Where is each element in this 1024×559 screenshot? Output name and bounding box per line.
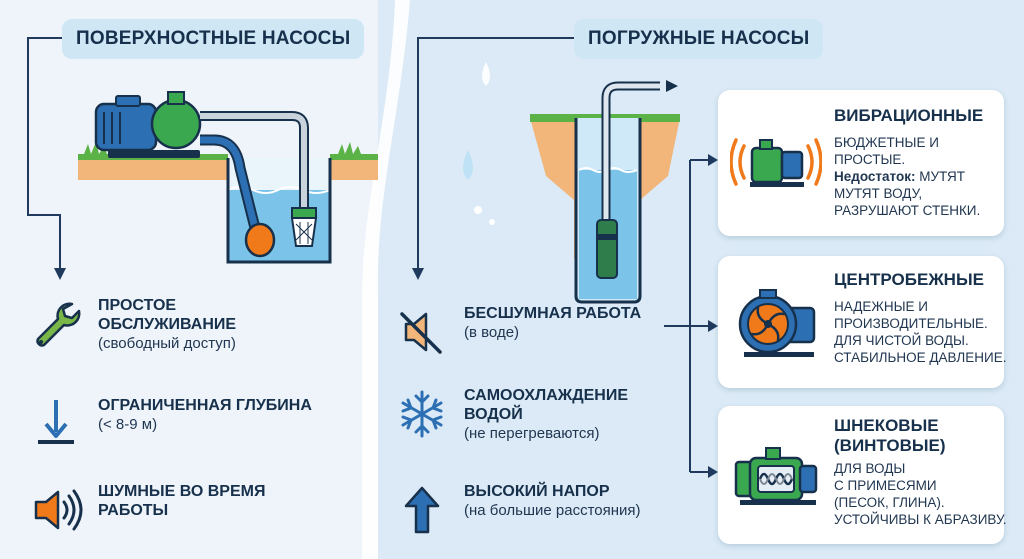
submersible-pump-illustration: [463, 62, 680, 304]
card-line: ПРОИЗВОДИТЕЛЬНЫЕ.: [834, 316, 988, 331]
branch-arrow-3: [708, 466, 718, 478]
feature-title-2: ОБСЛУЖИВАНИЕ: [98, 316, 237, 333]
snowflake-icon: [394, 386, 450, 442]
vibration-pump-icon: [730, 116, 822, 208]
card-line: РАЗРУШАЮТ СТЕНКИ.: [834, 203, 981, 218]
card-line: УСТОЙЧИВЫ К АБРАЗИВУ.: [834, 512, 1007, 527]
submersible-connector: [417, 37, 574, 272]
card-screw: ШНЕКОВЫЕ (ВИНТОВЫЕ) ДЛЯ ВОДЫ С ПРИМЕСЯМИ…: [718, 406, 1007, 544]
screw-pump-icon: [730, 434, 822, 526]
feature-title: ВЫСОКИЙ НАПОР: [464, 483, 610, 500]
feature-title: БЕСШУМНАЯ РАБОТА: [464, 305, 642, 322]
feature-title-2: РАБОТЫ: [98, 502, 169, 519]
arrow-up-icon: [394, 482, 450, 538]
feature-subtitle: (свободный доступ): [98, 335, 236, 352]
surface-connector: [27, 37, 65, 272]
card-line: НАДЕЖНЫЕ И: [834, 299, 928, 314]
card-title-2: (ВИНТОВЫЕ): [834, 436, 946, 455]
card-line: ДЛЯ ЧИСТОЙ ВОДЫ.: [834, 333, 969, 348]
feature-subtitle: (< 8-9 м): [98, 416, 158, 433]
submersible-title: ПОГРУЖНЫЕ НАСОСЫ: [574, 19, 824, 59]
card-line: ДЛЯ ВОДЫ: [834, 461, 906, 476]
card-line: МУТЯТ ВОДУ,: [834, 186, 923, 201]
card-title: ВИБРАЦИОННЫЕ: [834, 106, 984, 125]
feature-high-head: ВЫСОКИЙ НАПОР (на большие расстояния): [394, 482, 641, 538]
feature-title: ШУМНЫЕ ВО ВРЕМЯ: [98, 483, 266, 500]
feature-subtitle: (в воде): [464, 324, 520, 341]
feature-title: САМООХЛАЖДЕНИЕ: [464, 387, 629, 404]
feature-self-cooling: САМООХЛАЖДЕНИЕ ВОДОЙ (не перегреваются): [394, 386, 628, 443]
feature-easy-maintenance: ПРОСТОЕ ОБСЛУЖИВАНИЕ (свободный доступ): [28, 296, 236, 353]
panel-divider: [362, 0, 410, 559]
surface-panel: [0, 0, 410, 559]
card-centrifugal: ЦЕНТРОБЕЖНЫЕ НАДЕЖНЫЕ И ПРОИЗВОДИТЕЛЬНЫЕ…: [718, 256, 1007, 388]
card-warning: Недостаток: МУТЯТ: [834, 168, 965, 185]
card-title: ШНЕКОВЫЕ: [834, 416, 939, 435]
card-vibration: ВИБРАЦИОННЫЕ БЮДЖЕТНЫЕ И ПРОСТЫЕ. Недост…: [718, 90, 1004, 236]
surface-title: ПОВЕРХНОСТНЫЕ НАСОСЫ: [62, 19, 365, 59]
types-branch: [664, 159, 712, 473]
feature-limited-depth: ОГРАНИЧЕННАЯ ГЛУБИНА (< 8-9 м): [28, 396, 312, 452]
card-line: С ПРИМЕСЯМИ: [834, 478, 937, 493]
card-line: БЮДЖЕТНЫЕ И: [834, 135, 939, 150]
feature-silent: БЕСШУМНАЯ РАБОТА (в воде): [394, 304, 641, 360]
branch-arrow-2: [708, 320, 718, 332]
feature-subtitle: (на большие расстояния): [464, 502, 641, 519]
warning-label: Недостаток:: [834, 169, 916, 184]
surface-connector-arrow: [54, 268, 66, 280]
feature-subtitle: (не перегреваются): [464, 425, 600, 442]
centrifugal-pump-icon: [730, 278, 822, 370]
branch-arrow-1: [708, 154, 718, 166]
muted-speaker-icon: [394, 304, 450, 360]
depth-limit-icon: [28, 396, 84, 452]
card-line: (ПЕСОК, ГЛИНА).: [834, 495, 945, 510]
surface-pump-illustration: [78, 91, 378, 264]
card-line: ПРОСТЫЕ.: [834, 152, 906, 167]
card-line: СТАБИЛЬНОЕ ДАВЛЕНИЕ.: [834, 350, 1007, 365]
warning-text: МУТЯТ: [915, 169, 965, 184]
feature-title: ОГРАНИЧЕННАЯ ГЛУБИНА: [98, 397, 312, 414]
loud-speaker-icon: [28, 482, 84, 538]
feature-title-2: ВОДОЙ: [464, 406, 523, 423]
submersible-connector-arrow: [412, 268, 424, 280]
wrench-icon: [28, 296, 84, 352]
feature-title: ПРОСТОЕ: [98, 297, 177, 314]
card-title: ЦЕНТРОБЕЖНЫЕ: [834, 270, 984, 289]
feature-noisy: ШУМНЫЕ ВО ВРЕМЯ РАБОТЫ: [28, 482, 265, 538]
